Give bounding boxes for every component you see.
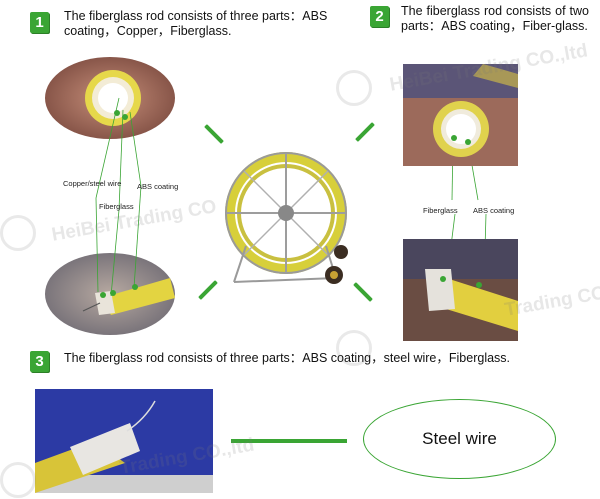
step-3-description: The fiberglass rod consists of three par… — [64, 351, 511, 365]
watermark-logo-1 — [336, 70, 372, 106]
label-copper-steel-wire: Copper/steel wire — [63, 179, 122, 188]
watermark-logo-4 — [0, 462, 36, 498]
label-abs-coating-1: ABS coating — [137, 182, 179, 191]
step-2-side-image — [403, 239, 518, 341]
step-2-description: The fiberglass rod consists of two parts… — [401, 4, 589, 33]
step-1-description: The fiberglass rod consists of three par… — [64, 9, 328, 38]
watermark-logo-2 — [0, 215, 36, 251]
step-3-badge: 3 — [30, 351, 49, 372]
label-abs-coating-2: ABS coating — [473, 206, 515, 215]
label-fiberglass-2: Fiberglass — [423, 206, 458, 215]
steel-wire-callout: Steel wire — [363, 399, 556, 479]
rod-reel-image — [222, 150, 352, 292]
step-1-cross-section-image — [45, 57, 175, 140]
label-fiberglass-1: Fiberglass — [99, 202, 134, 211]
steel-wire-callout-text: Steel wire — [422, 429, 497, 448]
callout-connector — [231, 439, 347, 443]
step-3-steel-wire-image — [35, 389, 213, 493]
step-1-badge: 1 — [30, 12, 49, 33]
step-2-cross-section-image — [403, 64, 518, 166]
watermark-logo-3 — [336, 330, 372, 366]
step-1-side-image — [45, 253, 175, 336]
step-2-badge: 2 — [370, 6, 389, 27]
